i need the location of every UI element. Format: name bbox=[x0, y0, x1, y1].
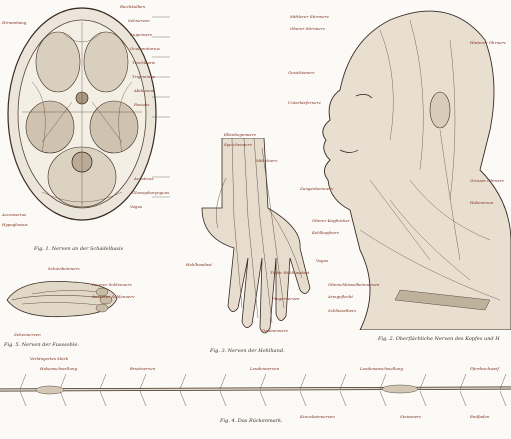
cord-label: Brustnerven bbox=[130, 366, 156, 371]
head-label: Unterkiefernerv bbox=[288, 100, 321, 105]
head-label: Schlüsselbein bbox=[328, 308, 356, 313]
head-label: Grosser Ohrnerv bbox=[470, 178, 505, 183]
cord-label: Lendenanschwellung bbox=[360, 366, 403, 371]
spinal-cord-figure bbox=[0, 370, 511, 410]
head-label: Hinterer Ohrnerv bbox=[470, 40, 506, 45]
skull-label: Augennerv bbox=[130, 32, 153, 37]
foot-label: Schienbeinnerv bbox=[48, 266, 80, 271]
head-label: Mittlerer Stirnnerv bbox=[290, 14, 329, 19]
hand-figure bbox=[182, 138, 322, 348]
head-label: Oberer Kopfnicker bbox=[312, 218, 350, 223]
cord-label: Halsanschwellung bbox=[40, 366, 78, 371]
foot-label: Äusserer Sohlennerv bbox=[92, 294, 135, 299]
cord-label: Verlängertes Mark bbox=[30, 356, 68, 361]
foot-sole-figure bbox=[2, 270, 122, 330]
foot-label: Innerer Sohlennerv bbox=[92, 282, 132, 287]
skull-label: Hirnanhang bbox=[2, 20, 27, 25]
hand-label: Daumennerv bbox=[262, 328, 289, 333]
head-label: Vagus bbox=[316, 258, 329, 263]
head-figure bbox=[300, 0, 511, 330]
skull-label: Acusticus bbox=[134, 176, 154, 181]
hand-label: Speichennerv bbox=[224, 142, 252, 147]
skull-label: Hypoglossus bbox=[2, 222, 28, 227]
skull-label: Vagus bbox=[130, 204, 143, 209]
fig5-caption: Fig. 5. Nerven der Fusssohle. bbox=[4, 342, 80, 348]
skull-base-figure bbox=[2, 2, 170, 232]
head-label: Halsnerven bbox=[470, 200, 494, 205]
skull-label: Sehnerven bbox=[128, 18, 150, 23]
fig1-caption: Fig. 1. Nerven an der Schädelbasis bbox=[34, 246, 124, 252]
skull-label: Abducens bbox=[134, 88, 154, 93]
hand-label: Ellenbogennerv bbox=[224, 132, 257, 137]
hand-label: Hohlhandast bbox=[186, 262, 212, 267]
head-label: Zungenbeinnerv bbox=[300, 186, 334, 191]
skull-label: Trochlearis bbox=[132, 60, 156, 65]
foot-label: Zehennerven bbox=[14, 332, 41, 337]
cord-label: Steissnerv bbox=[400, 414, 422, 419]
head-label: Armgeflecht bbox=[328, 294, 353, 299]
head-label: Gesichtsnerv bbox=[288, 70, 315, 75]
skull-label: Oculomotorius bbox=[130, 46, 160, 51]
cord-label: Lendennerven bbox=[250, 366, 280, 371]
head-label: Kehlkopfnerv bbox=[312, 230, 340, 235]
hand-label: Mittelnerv bbox=[256, 158, 278, 163]
fig3-caption: Fig. 3. Nerven der Hohlhand. bbox=[210, 348, 285, 354]
skull-label: Riechkolben bbox=[120, 4, 146, 9]
cord-label: Kreuzbeinnerven bbox=[300, 414, 335, 419]
head-label: Oberschlüsselbeinnerven bbox=[328, 282, 380, 287]
fig2-caption: Fig. 2. Oberflächliche Nerven des Kopfes… bbox=[378, 336, 500, 342]
fig4-caption: Fig. 4. Das Rückenmark. bbox=[220, 418, 283, 424]
skull-label: Accessorius bbox=[2, 212, 27, 217]
skull-label: Facialis bbox=[134, 102, 150, 107]
head-label: Oberer Stirnnerv bbox=[290, 26, 325, 31]
skull-label: Glossopharyngeus bbox=[132, 190, 170, 195]
skull-label: Trigeminus bbox=[132, 74, 156, 79]
hand-label: Tiefer Hohlhandast bbox=[270, 270, 310, 275]
cord-label: Endfaden bbox=[470, 414, 490, 419]
cord-label: Pferdeschweif bbox=[470, 366, 499, 371]
hand-label: Fingernerven bbox=[272, 296, 300, 301]
